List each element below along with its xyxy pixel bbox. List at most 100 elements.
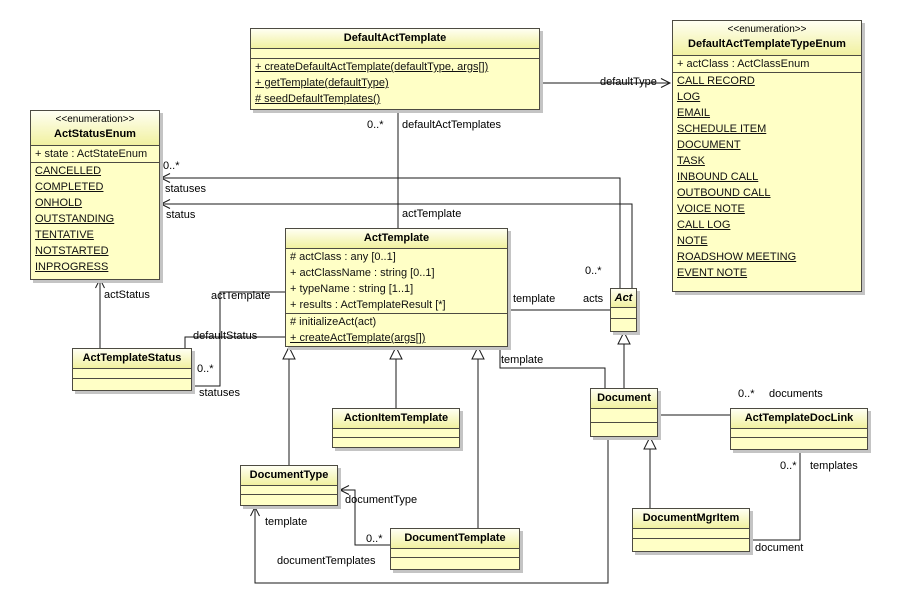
edge-label: 0..* xyxy=(163,160,180,172)
method-row: # seedDefaultTemplates() xyxy=(255,93,381,105)
attributes-compartment xyxy=(391,548,519,557)
methods-compartment xyxy=(241,494,337,503)
edge-label: statuses xyxy=(199,387,240,399)
enum-literal: DOCUMENT xyxy=(677,139,741,151)
class-act-template[interactable]: ActTemplate # actClass : any [0..1] + ac… xyxy=(285,228,508,347)
edge-label: actTemplate xyxy=(211,290,271,302)
attributes-compartment xyxy=(633,528,749,538)
edge-label: 0..* xyxy=(367,119,384,131)
attributes-compartment xyxy=(731,428,867,437)
literals-compartment: CANCELLED COMPLETED ONHOLD OUTSTANDING T… xyxy=(31,162,159,275)
class-title: ActTemplateStatus xyxy=(73,349,191,368)
enum-literal: EMAIL xyxy=(677,107,711,119)
enum-literal: INPROGRESS xyxy=(35,261,109,273)
method-row: + getTemplate(defaultType) xyxy=(255,77,389,89)
edge-label: document xyxy=(755,542,804,554)
enum-literal: NOTSTARTED xyxy=(35,245,109,257)
attributes-compartment xyxy=(241,485,337,494)
enum-literal: ROADSHOW MEETING xyxy=(677,251,797,263)
class-act-template-status[interactable]: ActTemplateStatus xyxy=(72,348,192,391)
stereotype-label: <<enumeration>> xyxy=(727,24,807,35)
class-document-type[interactable]: DocumentType xyxy=(240,465,338,506)
enum-literal: TENTATIVE xyxy=(35,229,94,241)
method-row: # initializeAct(act) xyxy=(290,316,377,328)
enum-literal: SCHEDULE ITEM xyxy=(677,123,767,135)
class-title: ActTemplateDocLink xyxy=(731,409,867,428)
methods-compartment xyxy=(73,378,191,388)
enum-literal: EVENT NOTE xyxy=(677,267,748,279)
edge-label: 0..* xyxy=(738,388,755,400)
methods-compartment: + createDefaultActTemplate(defaultType, … xyxy=(251,58,539,107)
edge-label: template xyxy=(265,516,308,528)
edge-label: template xyxy=(501,354,544,366)
methods-compartment xyxy=(333,437,459,446)
edge-label: documents xyxy=(769,388,823,400)
edge-label: 0..* xyxy=(585,265,602,277)
class-title: DocumentType xyxy=(241,466,337,485)
literals-compartment: CALL RECORD LOG EMAIL SCHEDULE ITEM DOCU… xyxy=(673,72,861,281)
enum-literal: COMPLETED xyxy=(35,181,104,193)
attribute-row: + results : ActTemplateResult [*] xyxy=(290,299,446,311)
attributes-compartment: + state : ActStateEnum xyxy=(31,145,159,162)
class-act[interactable]: Act xyxy=(610,288,637,332)
attributes-compartment xyxy=(611,307,636,318)
class-title: Document xyxy=(591,389,657,408)
methods-compartment xyxy=(633,538,749,549)
attribute-row: # actClass : any [0..1] xyxy=(290,251,396,263)
edge-label: defaultActTemplates xyxy=(402,119,502,131)
attribute-row: + typeName : string [1..1] xyxy=(290,283,414,295)
class-act-template-doc-link[interactable]: ActTemplateDocLink xyxy=(730,408,868,450)
methods-compartment xyxy=(591,422,657,435)
attribute-row: + state : ActStateEnum xyxy=(35,148,148,160)
edge-label: defaultStatus xyxy=(193,330,258,342)
edge-label: 0..* xyxy=(197,363,214,375)
method-row: + createActTemplate(args[]) xyxy=(290,332,426,344)
methods-compartment xyxy=(731,437,867,447)
class-act-status-enum[interactable]: <<enumeration>> ActStatusEnum + state : … xyxy=(30,110,160,280)
edge-label: documentTemplates xyxy=(277,555,376,567)
edge-label: documentType xyxy=(345,494,418,506)
attributes-compartment: + actClass : ActClassEnum xyxy=(673,55,861,72)
enum-literal: LOG xyxy=(677,91,701,103)
attributes-compartment: # actClass : any [0..1] + actClassName :… xyxy=(286,248,507,313)
methods-compartment: # initializeAct(act) + createActTemplate… xyxy=(286,313,507,346)
class-document-mgr-item[interactable]: DocumentMgrItem xyxy=(632,508,750,552)
attributes-compartment xyxy=(333,428,459,437)
class-default-act-template-type-enum[interactable]: <<enumeration>> DefaultActTemplateTypeEn… xyxy=(672,20,862,292)
attributes-compartment xyxy=(73,368,191,378)
class-document-template[interactable]: DocumentTemplate xyxy=(390,528,520,570)
attributes-compartment xyxy=(591,408,657,422)
class-action-item-template[interactable]: ActionItemTemplate xyxy=(332,408,460,448)
attributes-compartment xyxy=(251,48,539,58)
edge-label: template xyxy=(513,293,556,305)
enum-literal: CALL LOG xyxy=(677,219,731,231)
enum-literal: VOICE NOTE xyxy=(677,203,745,215)
enum-literal: ONHOLD xyxy=(35,197,83,209)
edge-label: statuses xyxy=(165,183,206,195)
class-title: ActTemplate xyxy=(286,229,507,248)
attribute-row: + actClass : ActClassEnum xyxy=(677,58,810,70)
class-title: DefaultActTemplate xyxy=(251,29,539,48)
method-row: + createDefaultActTemplate(defaultType, … xyxy=(255,61,489,73)
methods-compartment xyxy=(611,318,636,329)
enum-literal: CANCELLED xyxy=(35,165,102,177)
enum-literal: NOTE xyxy=(677,235,708,247)
class-title: ActionItemTemplate xyxy=(333,409,459,428)
class-document[interactable]: Document xyxy=(590,388,658,437)
class-title: DocumentMgrItem xyxy=(633,509,749,528)
edge-label: acts xyxy=(583,293,604,305)
class-title: <<enumeration>> ActStatusEnum xyxy=(31,111,159,145)
edge-label: status xyxy=(166,209,196,221)
edge-label: actStatus xyxy=(104,289,150,301)
edge-label: templates xyxy=(810,460,858,472)
enum-literal: CALL RECORD xyxy=(677,75,755,87)
edge-label: 0..* xyxy=(780,460,797,472)
methods-compartment xyxy=(391,557,519,567)
enum-literal: TASK xyxy=(677,155,705,167)
attribute-row: + actClassName : string [0..1] xyxy=(290,267,435,279)
class-default-act-template[interactable]: DefaultActTemplate + createDefaultActTem… xyxy=(250,28,540,110)
stereotype-label: <<enumeration>> xyxy=(55,114,135,125)
class-title: DocumentTemplate xyxy=(391,529,519,548)
